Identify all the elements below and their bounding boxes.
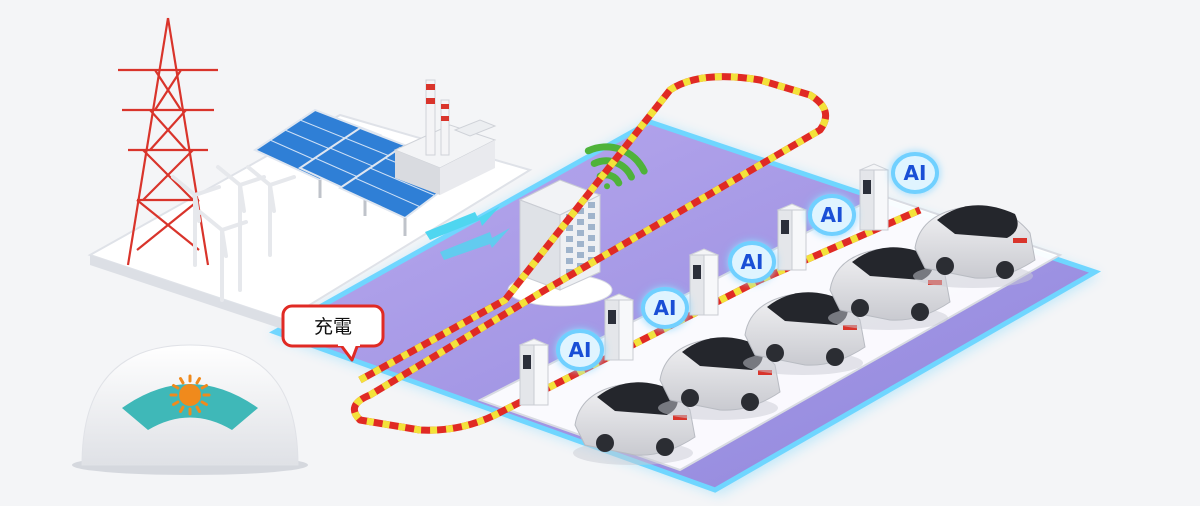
sun-fan-dome [72,344,308,475]
energy-exchange-arrows [425,206,510,260]
ai-label: AI [904,161,927,185]
charging-station-icon [858,163,890,231]
ai-badge-icon: AI [556,329,604,371]
sun-icon [169,374,211,416]
ai-badge-icon: AI [641,287,689,329]
ai-badge-icon: AI [808,194,856,236]
wind-turbine-icon [171,165,296,302]
electric-car-icon [743,292,866,375]
ai-badge-icon: AI [728,241,776,283]
electric-car-icon [658,337,781,420]
ai-label: AI [821,203,844,227]
charging-cable-loop [350,73,922,434]
charging-station-icon [518,338,550,406]
charging-station-icon [603,293,635,361]
ai-badge-icon: AI [891,152,939,194]
ai-label: AI [569,338,592,362]
charge-bubble: 充電 [281,304,385,362]
power-plant-icon [393,79,497,195]
charge-label: 充電 [314,316,352,338]
charging-station-icon [688,248,720,316]
office-building-icon [507,179,613,307]
electric-car-icon [573,382,696,465]
ai-label: AI [654,296,677,320]
charging-station-icon [776,203,808,271]
electric-car-icon [913,205,1036,288]
ai-label: AI [741,250,764,274]
transmission-tower-icon [118,17,218,266]
